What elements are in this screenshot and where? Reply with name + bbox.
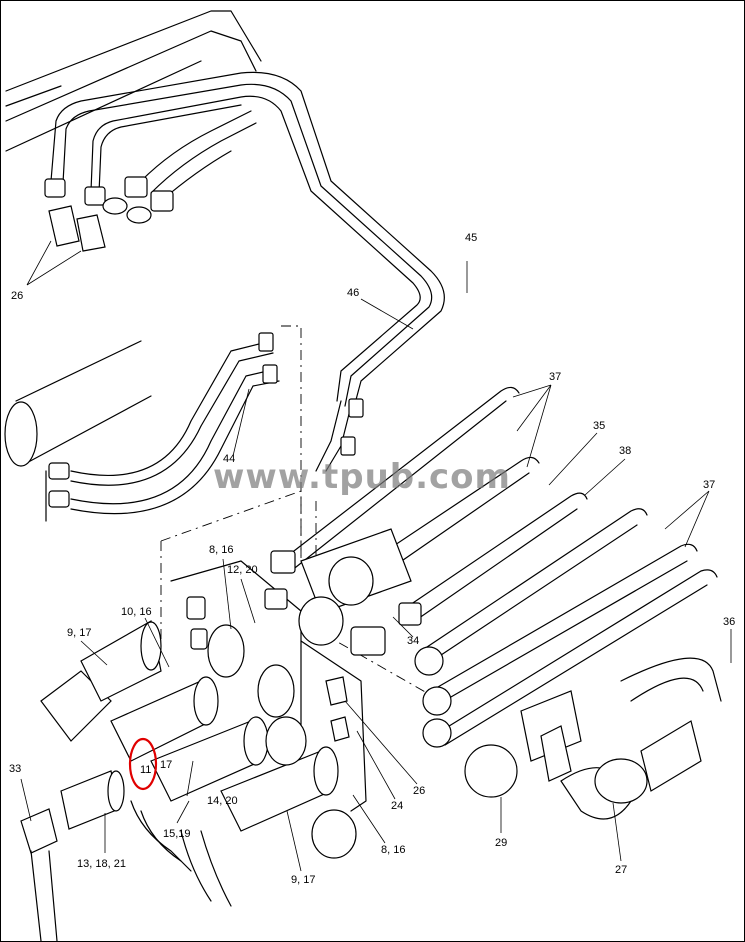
callout-46: 46 <box>347 287 359 299</box>
highlight-circle <box>128 737 158 791</box>
callout-14-20: 14, 20 <box>207 795 238 807</box>
callout-35: 35 <box>593 420 605 432</box>
right-hoses <box>264 386 722 820</box>
callout-11: 11 <box>140 764 151 776</box>
callout-24: 24 <box>391 800 403 812</box>
callout-45: 45 <box>465 232 477 244</box>
callout-29: 29 <box>495 837 507 849</box>
callout-8-16-bottom: 8, 16 <box>381 844 405 856</box>
callout-9-17-top: 9, 17 <box>67 627 91 639</box>
watermark-text: www.tpub.com <box>213 457 511 497</box>
callout-38: 38 <box>619 445 631 457</box>
leader-lines <box>20 240 732 872</box>
callout-17: 17 <box>160 759 172 771</box>
callout-labels: 26 45 46 37 35 38 37 44 8, 16 12, 20 10,… <box>9 232 735 886</box>
callout-37-top: 37 <box>549 371 561 383</box>
callout-36: 36 <box>723 616 735 628</box>
callout-10-16: 10, 16 <box>121 606 152 618</box>
callout-34: 34 <box>407 635 419 647</box>
callout-9-17-bottom: 9, 17 <box>291 874 315 886</box>
callout-44: 44 <box>223 453 235 465</box>
callout-33: 33 <box>9 763 21 775</box>
callout-15-19: 15,19 <box>163 828 191 840</box>
left-cylinder <box>4 325 302 561</box>
callout-37-right: 37 <box>703 479 715 491</box>
callout-26-top: 26 <box>11 290 23 302</box>
callout-26-bottom: 26 <box>413 785 425 797</box>
callout-12-20: 12, 20 <box>227 564 258 576</box>
callout-8-16-top: 8, 16 <box>209 544 233 556</box>
upper-fittings <box>44 176 364 456</box>
callout-27: 27 <box>615 864 627 876</box>
callout-13-18-21: 13, 18, 21 <box>77 858 126 870</box>
couplers <box>20 596 357 941</box>
